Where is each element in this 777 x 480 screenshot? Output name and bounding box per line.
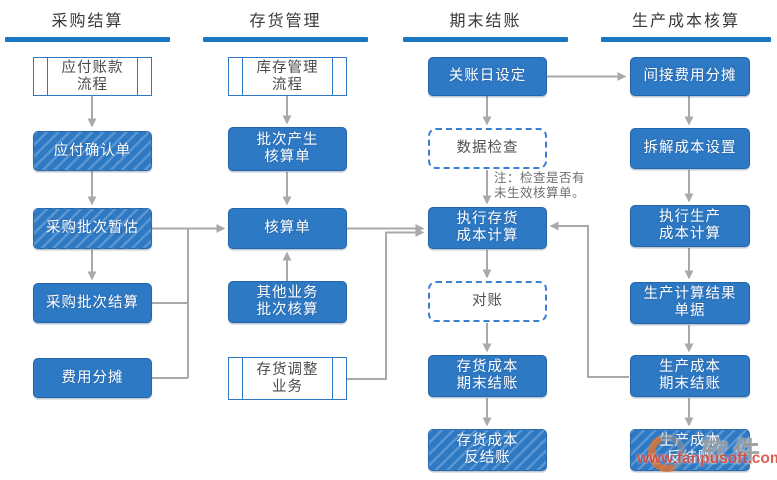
column-title-inventory-management: 存货管理 [249, 13, 322, 30]
arrow-production-closing-to-inventory-calc [549, 221, 629, 378]
node-inventory-adjustment: 存货调整 业务 [228, 357, 347, 400]
arrow-adjustment-to-inventory-calc [347, 228, 425, 380]
node-label: 单据 [674, 303, 706, 319]
node-indirect-expense-allocation: 间接费用分摊 [630, 57, 750, 96]
node-label: 采购批次结算 [46, 294, 139, 311]
node-other-business-batch: 其他业务 批次核算 [228, 281, 347, 323]
node-label: 流程 [272, 76, 303, 93]
column-title-production-cost: 生产成本核算 [631, 13, 740, 30]
node-label: 应付账款 [61, 59, 124, 76]
column-underline [601, 37, 771, 42]
node-label: 期末结账 [456, 376, 519, 392]
node-production-cost-closing: 生产成本 期末结账 [630, 355, 750, 397]
node-purchase-batch-estimate: 采购批次暂估 [33, 208, 152, 249]
node-label: 生产计算结果 [643, 286, 737, 302]
node-data-check: 数据检查 [428, 128, 547, 169]
node-label: 存货调整 [256, 361, 319, 378]
node-inventory-mgmt-process: 库存管理 流程 [228, 57, 347, 96]
node-run-production-cost-calc: 执行生产 成本计算 [630, 205, 750, 247]
node-label: 拆解成本设置 [643, 140, 737, 156]
node-label: 存货成本 [456, 359, 519, 375]
column-header-inventory-management: 存货管理 [203, 4, 368, 42]
column-header-period-end-closing: 期末结账 [403, 4, 568, 42]
node-label: 反结账 [464, 450, 511, 466]
node-label: 库存管理 [256, 59, 319, 76]
column-underline [5, 37, 170, 42]
node-closing-date-setting: 关账日设定 [428, 57, 547, 96]
note-line: 未生效核算单。 [494, 186, 586, 200]
column-title-purchase-settlement: 采购结算 [51, 13, 124, 30]
node-label: 生产成本 [659, 433, 721, 449]
node-label: 存货成本 [456, 433, 519, 449]
node-label: 期末结账 [659, 376, 721, 392]
node-label: 批次产生 [256, 132, 319, 148]
node-label: 核算单 [264, 220, 311, 236]
node-inventory-cost-reverse-closing: 存货成本 反结账 [428, 429, 547, 471]
node-inventory-cost-closing: 存货成本 期末结账 [428, 355, 547, 397]
column-header-production-cost: 生产成本核算 [601, 4, 771, 42]
node-label: 采购批次暂估 [46, 220, 139, 236]
node-label: 反结账 [666, 450, 714, 466]
node-label: 间接费用分摊 [643, 68, 737, 84]
node-accounts-payable-process: 应付账款 流程 [33, 57, 152, 96]
note-check-vouchers: 注：检查是否有 未生效核算单。 [494, 171, 585, 201]
node-label: 费用分摊 [61, 369, 124, 386]
node-accounting-voucher: 核算单 [228, 208, 347, 249]
node-production-calc-result: 生产计算结果 单据 [630, 282, 750, 324]
node-cost-breakdown-setting: 拆解成本设置 [630, 128, 750, 169]
column-title-period-end-closing: 期末结账 [449, 13, 522, 30]
node-reconciliation: 对账 [428, 281, 547, 322]
node-label: 其他业务 [256, 285, 319, 301]
node-production-cost-reverse-closing: 生产成本 反结账 [630, 429, 750, 471]
column-underline [203, 37, 368, 42]
node-label: 执行生产 [659, 209, 721, 225]
node-payable-confirmation: 应付确认单 [33, 131, 152, 171]
node-label: 对账 [472, 293, 503, 309]
node-batch-generate-voucher: 批次产生 核算单 [228, 127, 347, 171]
node-run-inventory-cost-calc: 执行存货 成本计算 [428, 207, 547, 249]
node-label: 成本计算 [659, 226, 721, 242]
note-line: 注：检查是否有 [494, 171, 586, 185]
node-label: 关账日设定 [448, 68, 527, 84]
node-expense-allocation: 费用分摊 [33, 358, 152, 398]
node-label: 流程 [77, 76, 108, 93]
column-underline [403, 37, 568, 42]
node-label: 业务 [272, 378, 303, 395]
node-purchase-batch-settlement: 采购批次结算 [33, 283, 152, 323]
node-label: 数据检查 [456, 140, 519, 156]
node-label: 核算单 [264, 149, 311, 165]
node-label: 生产成本 [659, 359, 721, 375]
node-label: 执行存货 [456, 211, 519, 227]
node-label: 成本计算 [456, 228, 519, 244]
node-label: 批次核算 [256, 302, 319, 318]
column-header-purchase-settlement: 采购结算 [5, 4, 170, 42]
node-label: 应付确认单 [53, 142, 132, 159]
